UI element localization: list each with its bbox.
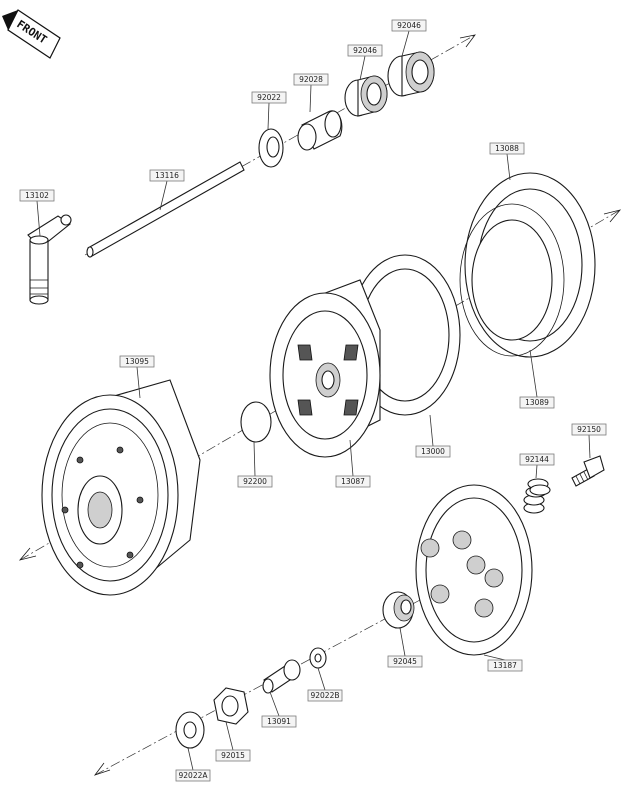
friction-plate-13088: [459, 172, 596, 358]
part-label-92046a: 92046: [397, 21, 421, 30]
leader-line-13095: [136, 366, 141, 399]
part-label-box-92150: [571, 423, 607, 436]
part-label-13087: 13087: [341, 477, 365, 486]
clutch-hub: [269, 279, 381, 458]
leader-line-92022b: [317, 667, 326, 691]
washer-92200: [240, 401, 272, 443]
axis-arrow-bottom: [93, 762, 111, 776]
leader-line-13088: [506, 153, 511, 181]
leader-line-92150: [588, 434, 591, 459]
part-label-box-92022b: [307, 689, 343, 702]
part-label-13000: 13000: [421, 447, 445, 456]
part-label-92022b: 92022B: [310, 691, 339, 700]
leader-line-13089: [529, 349, 538, 398]
leader-line-92200: [253, 441, 256, 477]
part-label-13187: 13187: [493, 661, 517, 670]
needle-bearing-inner: [344, 75, 388, 117]
part-label-box-13087: [335, 475, 371, 488]
part-label-box-13088: [489, 142, 525, 155]
part-labels: 92046 92046 92028 92022 13116 13102 13088 13089…: [19, 19, 607, 782]
push-rod: [86, 161, 245, 258]
part-label-box-13102: [19, 189, 55, 202]
part-label-box-13095: [119, 355, 155, 368]
part-label-92045: 92045: [393, 657, 417, 666]
part-label-box-92028: [293, 73, 329, 86]
leader-line-92022a: [187, 747, 194, 771]
lower-axis-line: [94, 599, 421, 776]
leader-line-92144: [535, 464, 538, 479]
leader-line-92028: [309, 84, 312, 113]
axis-arrow-right: [603, 209, 622, 223]
part-label-13095: 13095: [125, 357, 149, 366]
part-label-13088: 13088: [495, 144, 519, 153]
leader-line-13000: [429, 414, 434, 447]
washer-92022a: [175, 711, 205, 749]
part-label-92200: 92200: [243, 477, 267, 486]
part-label-13091: 13091: [267, 717, 291, 726]
part-label-92150: 92150: [577, 425, 601, 434]
leader-line-92046a: [401, 30, 410, 57]
part-label-box-13116: [149, 169, 185, 182]
axis-arrow-left: [18, 547, 37, 561]
part-label-92144: 92144: [525, 455, 549, 464]
leader-line-92045: [399, 627, 406, 657]
front-direction-badge: FRONT: [2, 9, 61, 59]
part-label-13116: 13116: [155, 171, 179, 180]
part-label-box-92046b: [347, 44, 383, 57]
leader-line-13102: [36, 200, 41, 237]
part-label-box-13089: [519, 396, 555, 409]
leader-line-92015: [225, 721, 234, 751]
ball-bearing: [382, 591, 415, 629]
thrust-washer-92022: [258, 128, 284, 168]
part-label-13089: 13089: [525, 398, 549, 407]
axis-arrow-top: [459, 34, 476, 48]
pressure-plate: [415, 484, 533, 656]
hex-nut: [213, 687, 249, 725]
part-label-92046b: 92046: [353, 46, 377, 55]
part-label-box-92022: [251, 91, 287, 104]
clutch-release-lever: [27, 214, 72, 305]
part-label-box-13091: [261, 715, 297, 728]
part-label-box-92045: [387, 655, 423, 668]
leader-line-13187: [483, 654, 506, 661]
part-label-box-92144: [519, 453, 555, 466]
part-label-92022: 92022: [257, 93, 281, 102]
washer-92022b: [309, 647, 327, 669]
clutch-pusher: [262, 659, 301, 694]
part-label-92015: 92015: [221, 751, 245, 760]
part-label-92022a: 92022A: [179, 771, 209, 780]
part-label-box-92015: [215, 749, 251, 762]
part-label-box-92046a: [391, 19, 427, 32]
part-label-92028: 92028: [299, 75, 323, 84]
needle-bearing-outer: [387, 51, 435, 97]
leader-line-13087: [349, 439, 354, 477]
leader-line-13116: [159, 180, 168, 211]
part-label-box-13000: [415, 445, 451, 458]
sleeve-collar: [297, 110, 343, 151]
pressure-plate-bolt: [571, 455, 605, 487]
part-label-13102: 13102: [25, 191, 49, 200]
leader-line-13091: [269, 691, 280, 717]
leader-line-92022: [267, 102, 270, 130]
leader-line-92046b: [359, 55, 366, 81]
clutch-housing-gear: [41, 379, 201, 596]
part-label-box-92200: [237, 475, 273, 488]
part-label-box-92022a: [175, 769, 211, 782]
part-label-box-13187: [487, 659, 523, 672]
clutch-spring: [523, 478, 551, 514]
